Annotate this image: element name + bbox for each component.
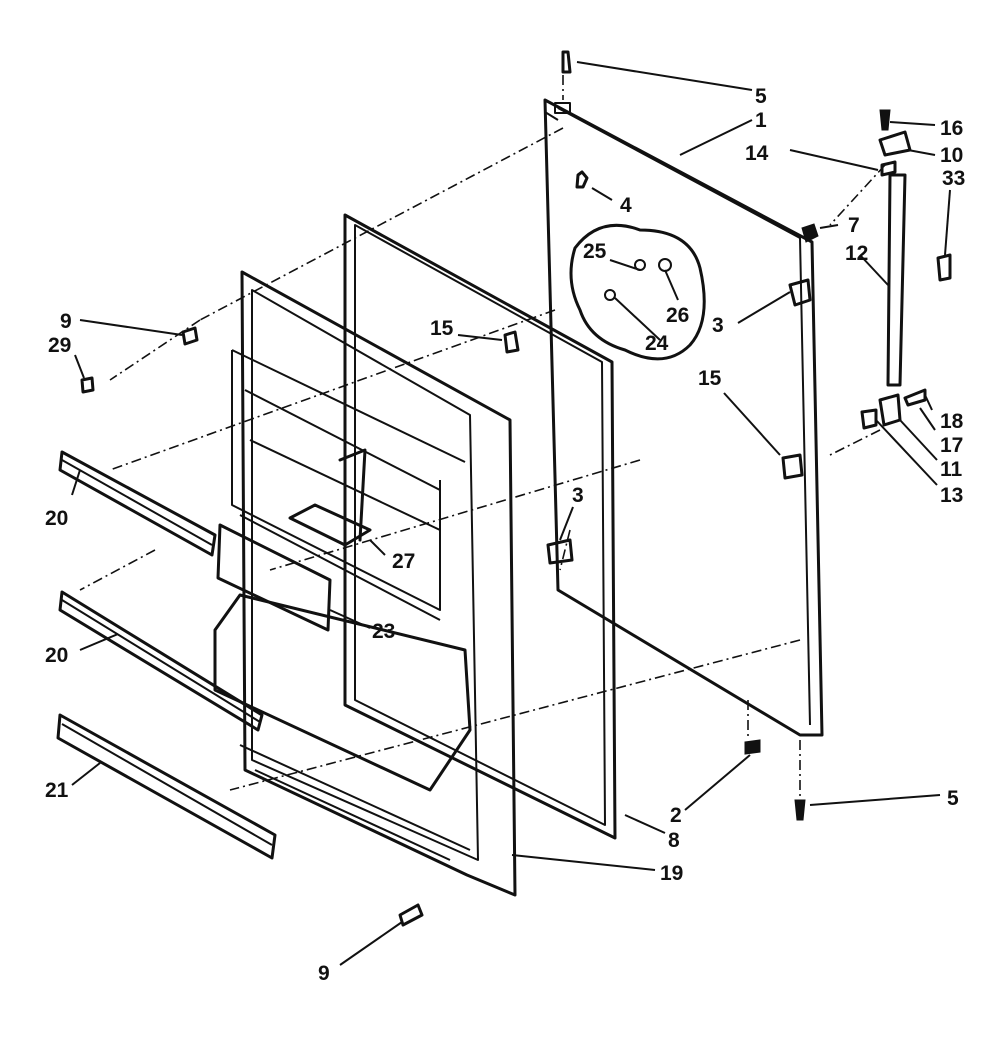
callout-23: 23 <box>372 620 395 643</box>
callout-11: 11 <box>940 458 963 481</box>
callout-10: 10 <box>940 144 963 167</box>
callout-7: 7 <box>848 214 860 237</box>
callout-3-top: 3 <box>712 314 724 337</box>
callout-15-left: 15 <box>430 317 454 340</box>
callout-20-top: 20 <box>45 507 68 530</box>
door-gasket <box>343 213 617 840</box>
inner-door-liner <box>213 270 517 897</box>
callout-15-right: 15 <box>698 367 722 390</box>
callout-9-bottom: 9 <box>318 962 330 985</box>
callout-9-top: 9 <box>60 310 72 333</box>
callout-12: 12 <box>845 242 868 265</box>
hinge-hardware <box>80 50 952 927</box>
callout-5-bottom: 5 <box>947 787 959 810</box>
callout-labels: 5 1 16 14 10 33 4 7 12 25 26 24 9 29 15 … <box>45 85 965 985</box>
callout-8: 8 <box>668 829 680 852</box>
door-shelves <box>56 450 277 860</box>
callout-33: 33 <box>942 167 965 190</box>
callout-1: 1 <box>755 109 767 132</box>
callout-20-lower: 20 <box>45 644 68 667</box>
callout-3-lower: 3 <box>572 484 584 507</box>
callout-26: 26 <box>666 304 689 327</box>
callout-4: 4 <box>620 194 632 217</box>
callout-16: 16 <box>940 117 963 140</box>
leader-lines <box>71 61 951 966</box>
callout-27: 27 <box>392 550 415 573</box>
callout-2: 2 <box>670 804 682 827</box>
callout-19: 19 <box>660 862 683 885</box>
callout-21: 21 <box>45 779 69 802</box>
callout-13: 13 <box>940 484 963 507</box>
callout-18: 18 <box>940 410 964 433</box>
callout-24: 24 <box>645 332 669 355</box>
alignment-lines <box>79 75 886 800</box>
callout-17: 17 <box>940 434 963 457</box>
callout-29: 29 <box>48 334 71 357</box>
outer-door-panel <box>543 98 824 737</box>
callout-14: 14 <box>745 142 769 165</box>
callout-5-top: 5 <box>755 85 767 108</box>
callout-25: 25 <box>583 240 607 263</box>
